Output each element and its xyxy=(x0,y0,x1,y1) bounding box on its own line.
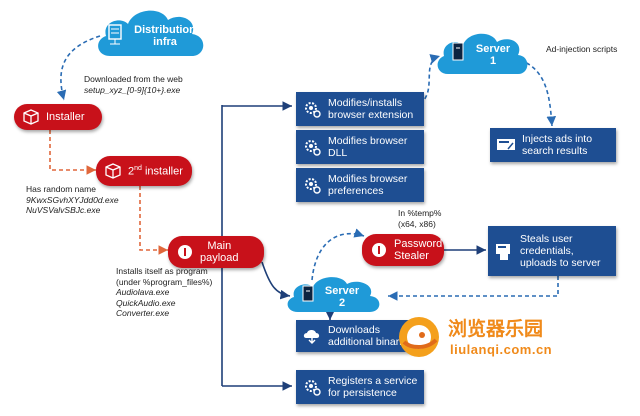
steals-creds-line2: credentials, xyxy=(520,245,574,257)
injects-ads-line1: Injects ads into xyxy=(522,133,593,145)
injects-ads-line2: search results xyxy=(522,145,588,157)
steals-creds-line1: Steals user xyxy=(520,233,573,245)
server-icon xyxy=(108,24,122,45)
note-random-name: Has random name 9KwxSGvhXYJdd0d.exe NuVS… xyxy=(26,184,119,215)
hand-icon xyxy=(496,244,510,260)
watermark-url: liulanqi.com.cn xyxy=(450,342,553,357)
server1-cloud: Server 1 xyxy=(432,28,532,78)
server2-title: Server xyxy=(324,285,360,297)
box-icon xyxy=(23,109,39,125)
logo-icon xyxy=(399,317,439,357)
second-installer-label: 2nd installer xyxy=(128,164,183,178)
downloads-line2: additional binaries xyxy=(328,336,413,348)
note-downloaded: Downloaded from the web setup_xyz_[0-9]{… xyxy=(84,74,234,95)
registers-line2: for persistence xyxy=(328,387,397,399)
registers-line1: Registers a service xyxy=(328,375,418,387)
watermark: 浏览器乐园 liulanqi.com.cn xyxy=(396,310,586,366)
installer-node: Installer xyxy=(14,104,102,130)
steals-creds-line3: uploads to server xyxy=(520,257,601,269)
modifies-prefs-line1: Modifies browser xyxy=(328,173,408,185)
note-ad-injection: Ad-injection scripts xyxy=(546,44,618,54)
downloads-line1: Downloads xyxy=(328,324,380,336)
monitor-icon xyxy=(497,139,515,150)
server-icon xyxy=(302,285,314,302)
distribution-title: Distribution xyxy=(134,24,196,36)
watermark-title: 浏览器乐园 xyxy=(448,318,544,340)
arrow-installer-to-second xyxy=(49,130,96,175)
circle-icon xyxy=(178,245,192,259)
server2-subtitle: 2 xyxy=(338,297,346,309)
arrow-distribution-to-installer xyxy=(56,35,101,101)
distribution-subtitle: infra xyxy=(153,36,177,48)
server1-title: Server xyxy=(475,43,511,55)
server-icon xyxy=(452,42,464,61)
arrow-extension-to-server1 xyxy=(419,54,441,105)
gear-icon xyxy=(305,178,321,194)
gear-icon xyxy=(305,102,321,118)
arrow-server1-to-ads xyxy=(519,59,557,127)
circle-icon xyxy=(372,243,386,257)
note-installs-program: Installs itself as program (under %progr… xyxy=(116,266,213,318)
note-downloaded-file: setup_xyz_[0-9]{10+}.exe xyxy=(84,84,181,95)
modifies-prefs-line2: preferences xyxy=(328,185,384,197)
box-icon xyxy=(105,163,121,179)
modifies-dll-line1: Modifies browser xyxy=(328,135,408,147)
note-temp: In %temp% (x64, x86) xyxy=(398,208,442,229)
second-installer-node: 2nd installer xyxy=(96,156,192,186)
installer-label: Installer xyxy=(46,111,85,123)
arrow-payload-to-server2 xyxy=(261,261,291,300)
modifies-extension-line2: browser extension xyxy=(328,109,414,121)
gear-icon xyxy=(305,380,321,396)
gear-icon xyxy=(305,140,321,156)
distribution-infra-cloud: Distribution infra xyxy=(92,4,210,62)
cloud-download-icon xyxy=(303,330,320,344)
modifies-extension-line1: Modifies/installs xyxy=(328,97,403,109)
server1-subtitle: 1 xyxy=(489,55,497,67)
arrow-second-to-payload xyxy=(139,186,168,255)
arrow-server2-to-stealer xyxy=(311,228,365,281)
arrow-creds-to-server2 xyxy=(388,276,559,301)
modifies-dll-line2: DLL xyxy=(328,147,348,159)
server2-cloud: Server 2 xyxy=(282,274,384,316)
